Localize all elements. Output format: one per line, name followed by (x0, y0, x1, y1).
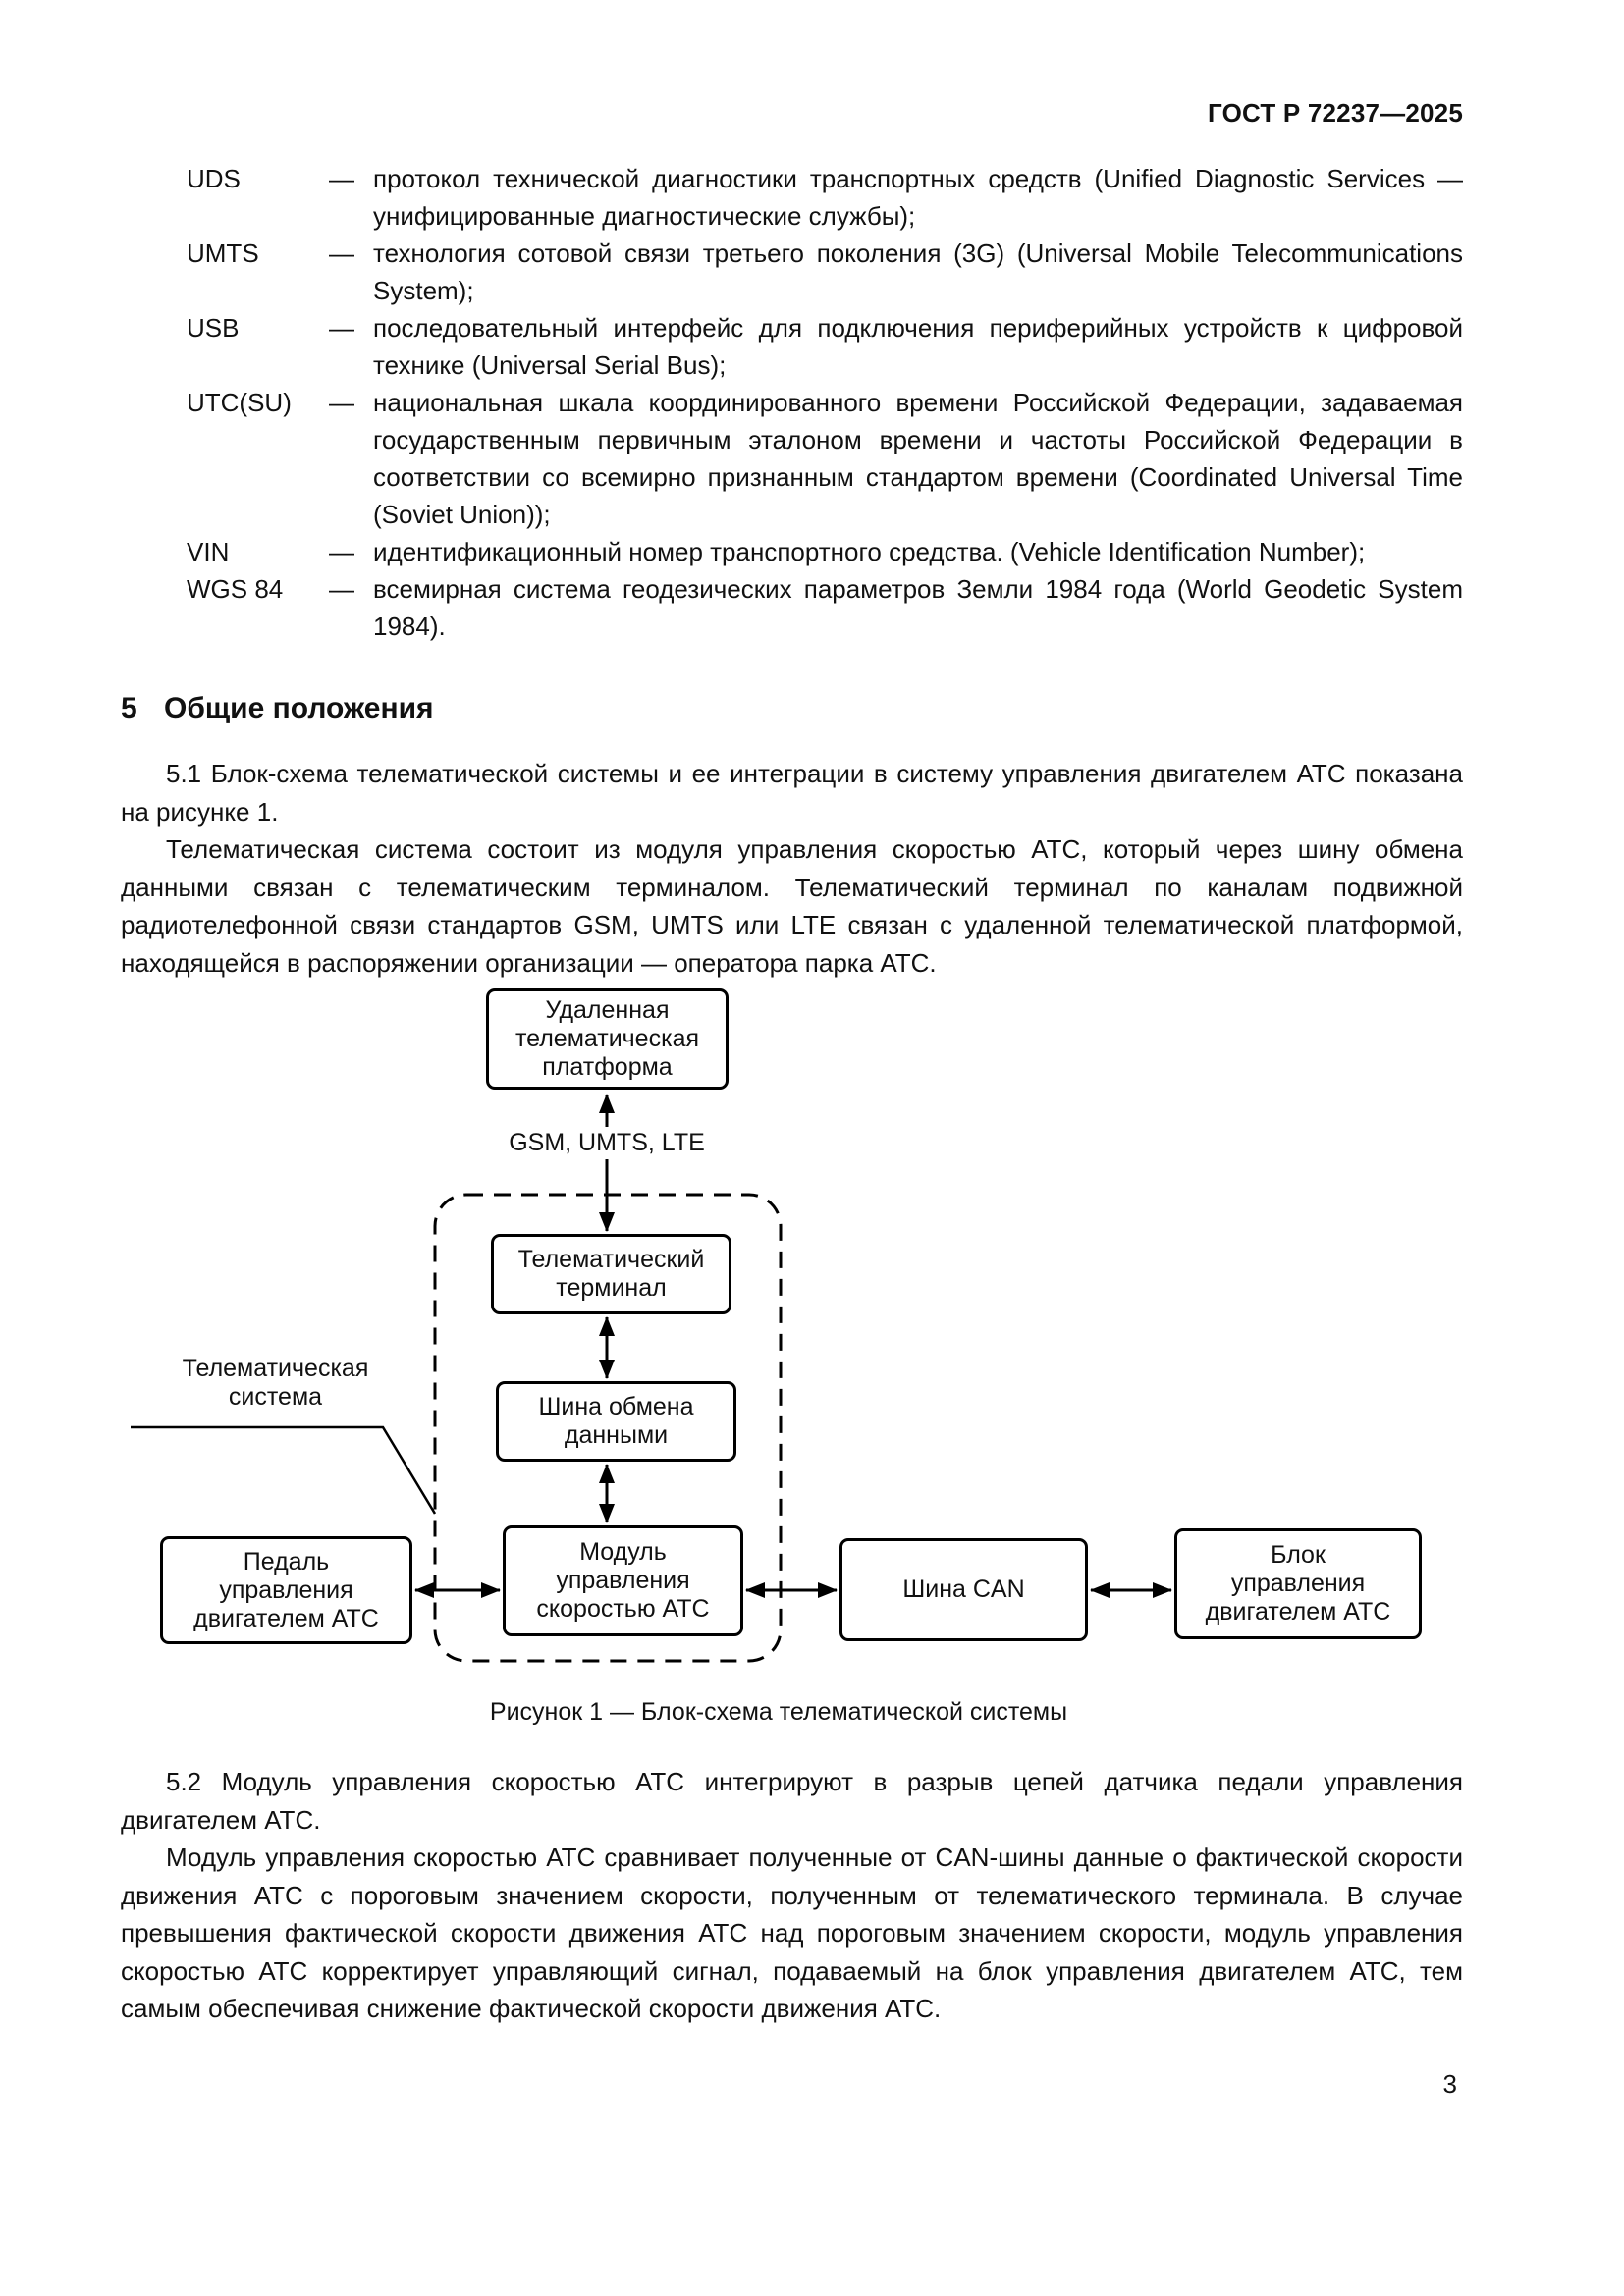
box-label-line: Блок (1271, 1541, 1326, 1569)
abbreviation-term: UMTS (187, 239, 259, 268)
page-content: ГОСТ Р 72237—2025 UDS — протокол техниче… (121, 98, 1463, 2028)
paragraph-5-1: 5.1 Блок-схема телематической системы и … (121, 759, 1463, 827)
box-data-exchange-bus: Шина обмена данными (496, 1381, 736, 1462)
abbreviation-definition: последовательный интерфейс для подключен… (373, 313, 1463, 380)
dash-separator: — (329, 388, 354, 417)
abbreviation-definition: всемирная система геодезических параметр… (373, 574, 1463, 641)
box-label-line: Шина обмена (538, 1393, 694, 1420)
paragraph-5-1-continuation: Телематическая система состоит из модуля… (121, 834, 1463, 978)
box-remote-telematics-platform: Удаленная телематическая платформа (486, 988, 729, 1090)
box-label: Модуль управления скоростью АТС (536, 1538, 709, 1624)
abbreviation-list: UDS — протокол технической диагностики т… (121, 160, 1463, 645)
box-label-line: Шина CAN (902, 1575, 1025, 1603)
diagram-connectors (131, 1094, 1172, 1663)
box-label-line: телематическая (514, 1025, 700, 1052)
abbreviation-term: UDS (187, 164, 241, 193)
section-heading: 5 Общие положения (121, 692, 1463, 725)
box-label-line: управления (219, 1575, 353, 1604)
box-label-line: двигателем АТС (193, 1604, 379, 1632)
abbreviation-row: VIN — идентификационный номер транспортн… (121, 533, 1463, 570)
system-label-line: Телематическая (182, 1355, 369, 1382)
box-label: Блок управления двигателем АТС (1206, 1541, 1391, 1627)
box-label-line: управления (1230, 1570, 1366, 1597)
box-label-line: управления (556, 1567, 690, 1594)
figure-1-diagram: Удаленная телематическая платформа GSM, … (121, 984, 1463, 1749)
dash-separator: — (329, 239, 354, 268)
dash-separator: — (329, 537, 354, 566)
box-label-line: терминал (556, 1274, 667, 1302)
system-label-line: система (228, 1383, 323, 1411)
box-label-line: Педаль (243, 1547, 330, 1575)
abbreviation-term: VIN (187, 537, 230, 566)
paragraph-block-5-2: 5.2 Модуль управления скоростью АТС инте… (121, 1763, 1463, 2028)
box-label: Шина обмена данными (538, 1393, 693, 1450)
dash-separator: — (329, 164, 354, 193)
box-label: Удаленная телематическая платформа (515, 996, 699, 1082)
telematics-system-label: Телематическая система (160, 1355, 391, 1412)
box-label-line: платформа (542, 1053, 673, 1081)
figure-caption: Рисунок 1 — Блок-схема телематической си… (489, 1698, 1068, 1726)
box-label-line: Телематический (517, 1246, 705, 1273)
abbreviation-row: UDS — протокол технической диагностики т… (121, 160, 1463, 235)
abbreviation-row: UTC(SU) — национальная шкала координиров… (121, 384, 1463, 533)
box-speed-control-module: Модуль управления скоростью АТС (503, 1525, 743, 1636)
box-label-line: двигателем АТС (1205, 1598, 1391, 1626)
abbreviation-term: UTC(SU) (187, 388, 292, 417)
abbreviation-term: WGS 84 (187, 574, 284, 604)
dash-separator: — (329, 313, 354, 343)
radio-standards-label: GSM, UMTS, LTE (494, 1127, 720, 1159)
abbreviation-definition: технология сотовой связи третьего поколе… (373, 239, 1463, 305)
box-label: Шина CAN (902, 1575, 1024, 1604)
section-title: Общие положения (164, 692, 434, 724)
paragraph-block-5-1: 5.1 Блок-схема телематической системы и … (121, 755, 1463, 982)
box-telematics-terminal: Телематический терминал (491, 1234, 731, 1314)
abbreviation-row: WGS 84 — всемирная система геодезических… (121, 570, 1463, 645)
section-number: 5 (121, 692, 137, 724)
box-can-bus: Шина CAN (839, 1538, 1088, 1641)
box-label: Педаль управления двигателем АТС (193, 1548, 379, 1633)
box-label-line: скоростью АТС (536, 1595, 710, 1623)
abbreviation-definition: протокол технической диагностики транспо… (373, 164, 1463, 231)
box-label-line: Удаленная (545, 996, 670, 1024)
box-label: Телематический терминал (518, 1246, 705, 1303)
callout-line (131, 1425, 437, 1515)
box-label-line: данными (564, 1421, 669, 1449)
paragraph-5-2: 5.2 Модуль управления скоростью АТС инте… (121, 1767, 1463, 1835)
abbreviation-definition: национальная шкала координированного вре… (373, 388, 1463, 529)
box-accelerator-pedal: Педаль управления двигателем АТС (160, 1536, 412, 1644)
abbreviation-definition: идентификационный номер транспортного ср… (373, 537, 1366, 566)
abbreviation-term: USB (187, 313, 240, 343)
page-number: 3 (1442, 2069, 1457, 2099)
document-header: ГОСТ Р 72237—2025 (1208, 98, 1463, 128)
abbreviation-row: USB — последовательный интерфейс для под… (121, 309, 1463, 384)
abbreviation-row: UMTS — технология сотовой связи третьего… (121, 235, 1463, 309)
box-label-line: Модуль (579, 1538, 667, 1566)
dash-separator: — (329, 574, 354, 604)
paragraph-5-2-continuation: Модуль управления скоростью АТС сравнива… (121, 1842, 1463, 2023)
box-engine-control-unit: Блок управления двигателем АТС (1174, 1528, 1422, 1639)
